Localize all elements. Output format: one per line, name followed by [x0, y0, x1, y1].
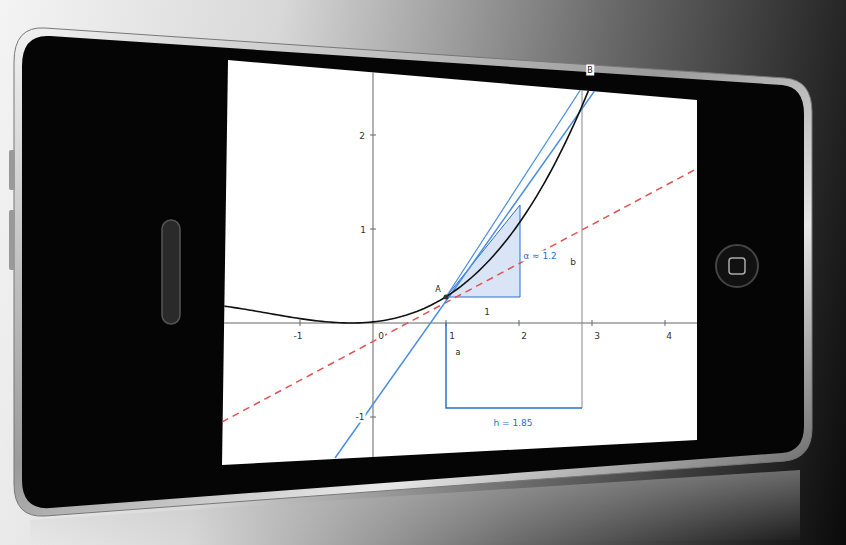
speaker-slot	[162, 220, 180, 324]
tick-label: 3	[593, 331, 601, 342]
tick-label: 0	[377, 331, 385, 342]
tick-label: -1	[293, 331, 304, 342]
point-label: A	[434, 284, 441, 295]
point-b	[598, 59, 603, 64]
point-a	[444, 295, 449, 300]
x-axis	[200, 323, 700, 324]
graph	[200, 13, 700, 470]
tick-label: 2	[358, 131, 366, 142]
tick-label: -1	[355, 412, 366, 423]
volume-button	[9, 210, 15, 270]
phone-bezel	[22, 36, 804, 508]
point-label: B	[586, 65, 594, 76]
tick-label: 1	[448, 331, 456, 342]
secant-line	[446, 52, 605, 297]
line-label: b	[569, 257, 577, 268]
function-curve	[212, 13, 617, 323]
measure-label: h = 1.85	[492, 418, 533, 429]
line-label: a	[455, 347, 462, 358]
triangle-label: 1	[483, 307, 491, 318]
ticks	[300, 135, 665, 417]
phone-rim	[14, 28, 812, 516]
tick-label: 1	[359, 225, 367, 236]
screen	[222, 60, 697, 465]
volume-button	[9, 150, 15, 190]
h-bracket	[446, 323, 582, 408]
tick-label: 4	[665, 331, 673, 342]
tick-label: 2	[520, 331, 528, 342]
slope-label: α ≈ 1.2	[522, 251, 558, 262]
home-icon	[729, 258, 745, 274]
dashed-line	[222, 167, 700, 422]
slope-triangle	[446, 205, 520, 297]
y-axis	[373, 50, 374, 470]
home-button	[716, 245, 758, 287]
